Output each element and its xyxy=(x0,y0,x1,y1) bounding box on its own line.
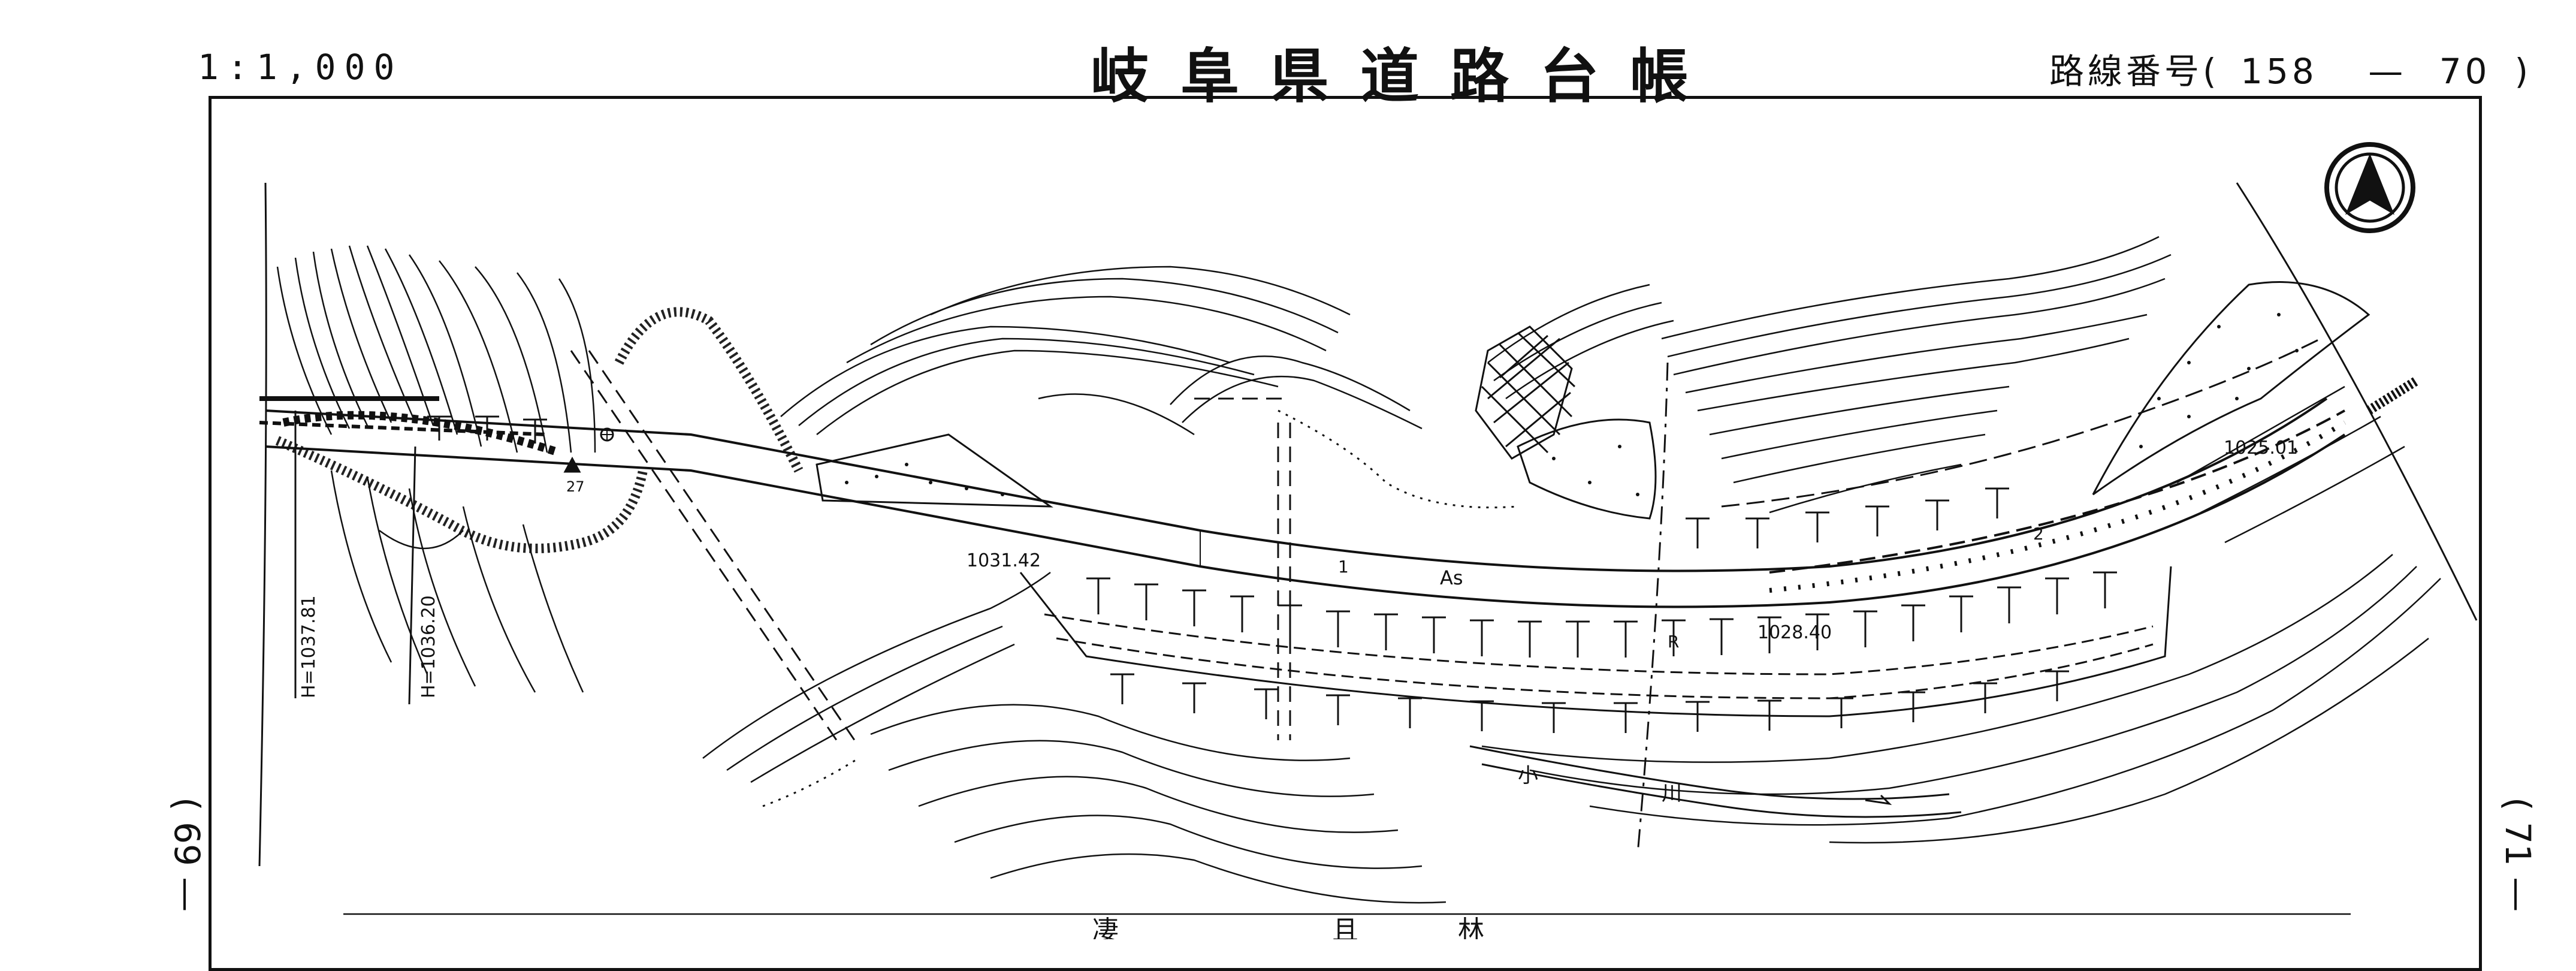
right-page-ref: ( 71 — xyxy=(2498,797,2538,912)
page-title: 岐阜県道路台帳 xyxy=(1091,42,1720,111)
route-close-paren: ) xyxy=(2514,51,2532,92)
lane-label-2: 2 xyxy=(2033,524,2044,544)
benchmark-right: 1025.01 xyxy=(2224,438,2298,459)
benchmark-mid: 1028.40 xyxy=(1757,622,1832,643)
lane-label-1: 1 xyxy=(1338,557,1349,577)
left-page-ref: ( 69 — xyxy=(167,797,207,912)
road-plan-map: H=1037.81 H=1036.20 1031.42 1028.40 1025… xyxy=(258,142,2478,939)
grid-structure xyxy=(1475,325,1576,460)
benchmark-left: 1031.42 xyxy=(967,550,1041,571)
slope-ticks xyxy=(427,415,2117,733)
river xyxy=(1469,745,1962,818)
river-label-2: 川 xyxy=(1662,782,1682,806)
north-arrow-icon xyxy=(2324,142,2415,233)
route-label: 路線番号 xyxy=(2049,51,2203,92)
slope-embankment xyxy=(1019,566,2172,717)
route-open-paren: ( xyxy=(2203,51,2220,92)
river-label: 小 xyxy=(1518,764,1538,788)
curve-label: R xyxy=(1668,632,1679,652)
route-sub-number: 70 xyxy=(2439,51,2491,92)
route-main-number: 158 xyxy=(2240,51,2318,92)
contours-upper-right xyxy=(1661,236,2172,514)
contours-upper-center xyxy=(780,266,1674,436)
embankment-dotted xyxy=(816,281,2370,520)
contours-lower xyxy=(702,385,2441,904)
bottom-text-2: 且 xyxy=(1332,915,1358,939)
route-number: 路線番号( 158 — 70) xyxy=(2049,43,2532,94)
map-scale: 1:1,000 xyxy=(198,47,403,88)
bottom-text-3: 林 xyxy=(1458,915,1484,939)
route-dash: — xyxy=(2368,51,2407,92)
bottom-text-1: 凄 xyxy=(1092,915,1119,939)
marker-number: 27 xyxy=(566,478,585,495)
main-road xyxy=(265,397,2347,608)
elevation-h-mid: H=1036.20 xyxy=(418,595,439,698)
map-frame: H=1037.81 H=1036.20 1031.42 1028.40 1025… xyxy=(209,96,2482,971)
elevation-h-left: H=1037.81 xyxy=(298,595,319,698)
contours-upper-left xyxy=(276,245,596,453)
road-surface-label: As xyxy=(1440,566,1463,589)
